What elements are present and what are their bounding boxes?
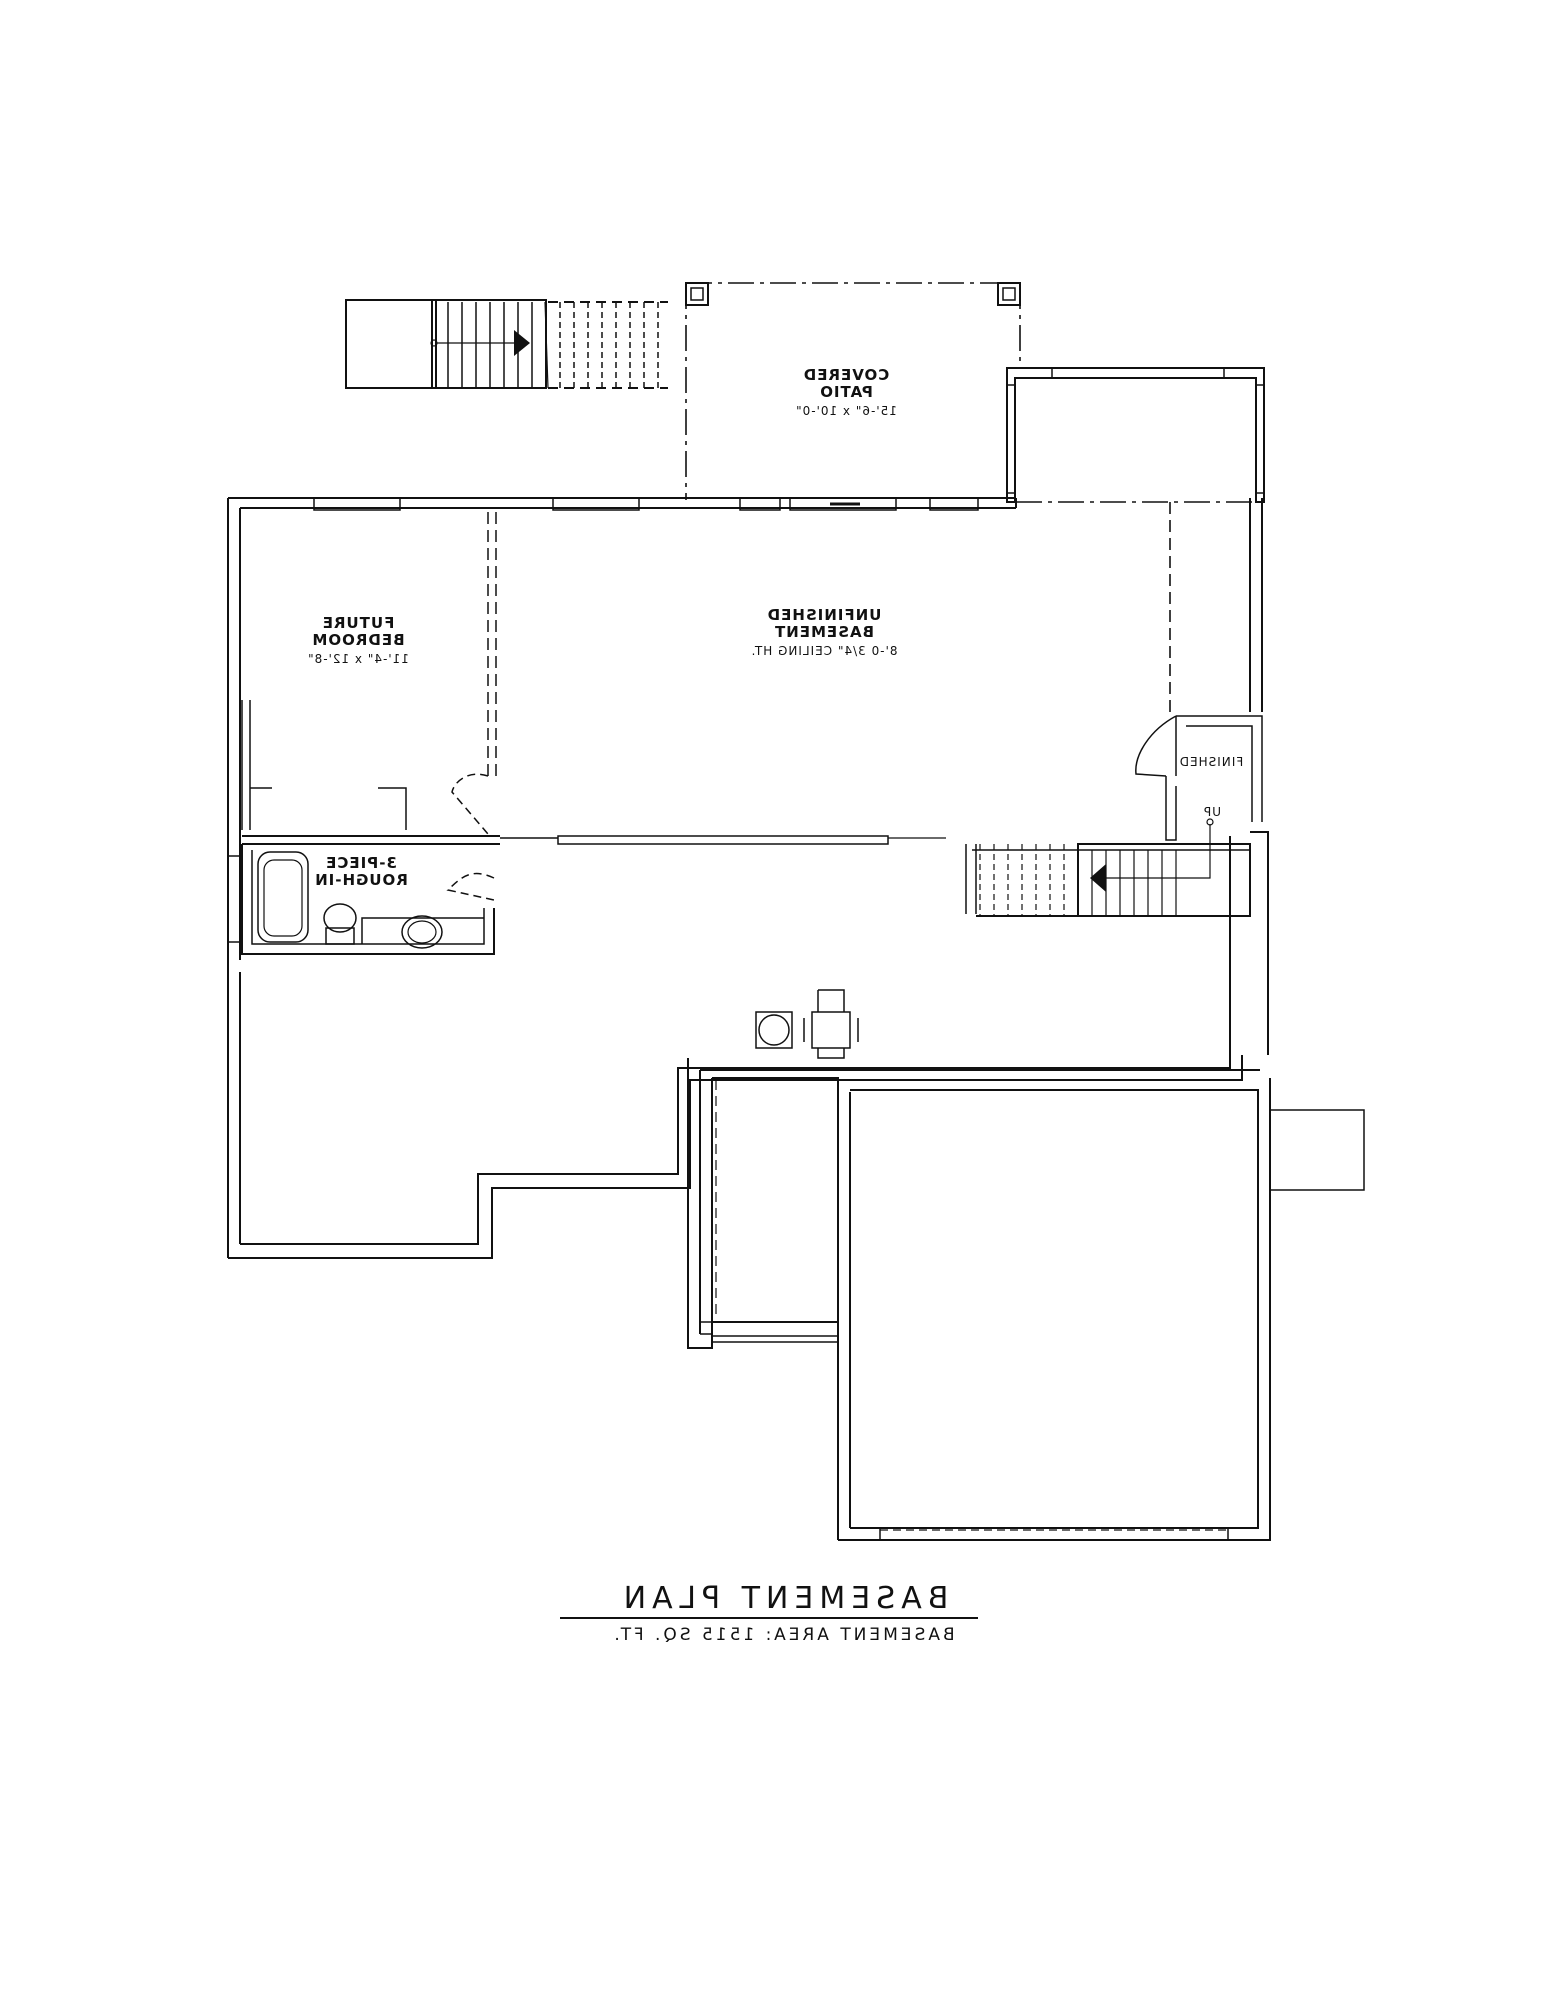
sink-icon <box>401 915 443 949</box>
covered-patio-label: COVERED <box>803 366 889 384</box>
future-bedroom-size: 11'-4" x 12'-8" <box>307 652 409 666</box>
window-icon <box>552 497 640 511</box>
exterior-walls <box>227 497 1269 1259</box>
door-swing-icon <box>446 872 495 901</box>
bay-bumpout <box>1006 367 1265 503</box>
window-icon <box>1006 384 1016 494</box>
unfinished-basement-label-line2: BASEMENT <box>774 623 874 641</box>
bath-label-line2: ROUGH-IN <box>314 871 408 889</box>
window-icon <box>1255 384 1265 494</box>
window-icon <box>929 497 979 511</box>
window-icon <box>313 497 401 511</box>
stair-up-label: UP <box>1203 805 1221 819</box>
future-bedroom-label-line2: BEDROOM <box>311 631 404 649</box>
interior-stair <box>965 715 1263 917</box>
stair-direction-arrow-icon <box>514 330 530 356</box>
drawing-subtitle: BASEMENT AREA: 1515 SQ. FT. <box>611 1625 954 1645</box>
lower-garage-block <box>687 1058 1365 1541</box>
bathtub-icon <box>257 851 309 943</box>
window-icon <box>739 497 781 511</box>
post-icon <box>685 282 709 306</box>
water-heater-icon <box>755 1011 793 1049</box>
stair-direction-arrow-icon <box>1090 864 1106 892</box>
window-icon <box>1051 367 1225 379</box>
drawing-title: BASEMENT PLAN <box>618 1581 949 1616</box>
sliding-door-icon <box>789 497 897 511</box>
bath-label: 3-PIECE <box>325 854 397 872</box>
door-swing-icon <box>451 773 489 835</box>
exterior-slab <box>1269 1109 1365 1191</box>
toilet-icon <box>323 903 357 933</box>
future-bedroom-walls <box>241 512 946 845</box>
finished-label: FINISHED <box>1179 755 1243 769</box>
exterior-stair <box>345 299 668 389</box>
future-bedroom-label: FUTURE <box>322 614 395 632</box>
post-icon <box>997 282 1021 306</box>
mechanical-equipment <box>755 989 859 1059</box>
window-icon <box>227 855 241 943</box>
bath-rough-in <box>241 844 495 955</box>
door-swing-icon <box>1135 715 1177 777</box>
covered-patio-size: 15'-6" x 10'-0" <box>795 404 897 418</box>
unfinished-basement-label: UNFINISHED <box>767 606 882 624</box>
covered-patio-label-line2: PATIO <box>819 383 873 401</box>
covered-patio <box>685 282 1021 500</box>
furnace-icon <box>811 1011 851 1049</box>
ceiling-height-note: 8'-0 3/4" CEILING HT. <box>751 644 898 658</box>
